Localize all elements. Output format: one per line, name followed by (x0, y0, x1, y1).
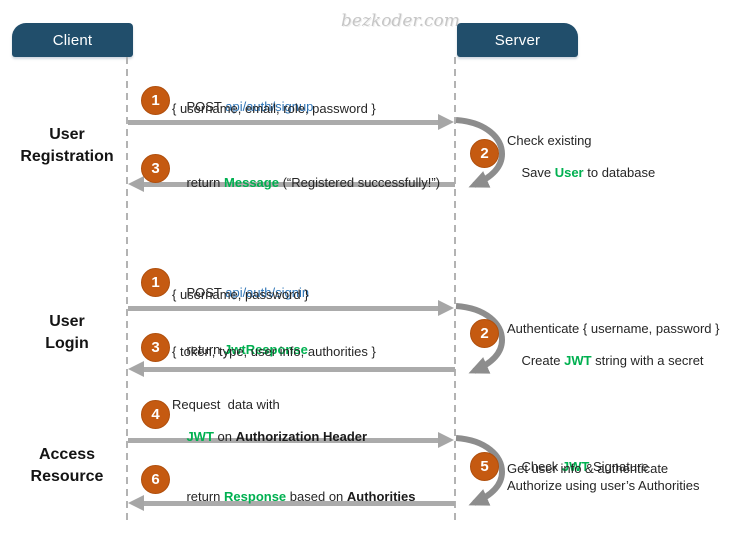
endpoint-link: api/auth/signup (225, 99, 314, 114)
arrow-head-left-icon (128, 176, 144, 192)
jwt-highlight: JWT (186, 429, 214, 444)
text-segment: Signature (589, 459, 649, 474)
text-segment: Save (521, 165, 555, 180)
step-number: 3 (151, 339, 160, 356)
section-label-line: Login (45, 335, 89, 352)
step-number: 6 (151, 471, 160, 488)
step-circle-2-login: 2 (470, 319, 499, 348)
registration-request-line2: { username, email, role, password } (172, 101, 376, 116)
text-segment: (“Registered successfully!”) (278, 175, 441, 190)
arrow-shaft (142, 367, 455, 372)
response-arrow (128, 361, 455, 377)
client-lifeline (126, 57, 128, 524)
step-number: 2 (480, 325, 489, 342)
server-self-loop-arrow (455, 435, 506, 506)
section-label-line: Access (38, 446, 96, 463)
step-circle-6: 6 (141, 465, 170, 494)
registration-response-line: return Message (“Registered successfully… (172, 160, 440, 205)
arrow-head-right-icon (438, 432, 454, 448)
section-label-line: Registration (20, 148, 114, 165)
access-server-line1: Check JWT Signature (507, 444, 649, 489)
text-segment: based on (286, 489, 347, 504)
arrow-head-left-icon (128, 361, 144, 377)
watermark: bezkoder.com (341, 11, 460, 31)
arrow-head-right-icon (438, 300, 454, 316)
login-request-line1: POST api/auth/signin (172, 270, 309, 315)
jwt-highlight: JWT (564, 353, 592, 368)
authorities-bold: Authorities (346, 489, 416, 504)
jwt-highlight: JWT (561, 459, 590, 474)
step-circle-3: 3 (141, 154, 170, 183)
access-server-line2: Get user info & authenticate (507, 461, 669, 476)
text-segment: POST (186, 285, 226, 300)
step-number: 1 (151, 92, 160, 109)
server-self-loop-arrow (455, 117, 506, 188)
client-actor-label: Client (52, 31, 93, 49)
arrow-shaft (128, 438, 440, 443)
text-segment: string with a secret (591, 353, 704, 368)
arrow-head-left-icon (128, 495, 144, 511)
section-label-line: User (49, 313, 85, 330)
access-server-line3: Authorize using user’s Authorities (507, 478, 700, 493)
text-segment: on (213, 429, 236, 444)
text-segment: to database (583, 165, 656, 180)
text-segment: return (186, 489, 225, 504)
server-actor-box: Server (457, 23, 578, 57)
section-label-line: User (49, 126, 85, 143)
request-arrow (128, 432, 454, 448)
access-response-line: return Response based on Authorities (172, 474, 416, 519)
model-name: User (554, 165, 584, 180)
response-arrow (128, 176, 455, 192)
server-self-loop-arrow (455, 303, 506, 374)
request-arrow (128, 300, 454, 316)
model-name: Message (224, 175, 279, 190)
endpoint-link: api/auth/signin (225, 285, 310, 300)
step-circle-5: 5 (470, 452, 499, 481)
login-request-line2: { username, password } (172, 287, 309, 302)
step-circle-4: 4 (141, 400, 170, 429)
step-circle-1: 1 (141, 86, 170, 115)
section-label-line: Resource (30, 468, 104, 485)
login-response-line2: { token, type, user info, authorities } (172, 344, 376, 359)
text-segment: POST (186, 99, 226, 114)
registration-server-line2: Save User to database (507, 150, 655, 195)
model-name: Response (224, 489, 287, 504)
arrow-shaft (142, 182, 455, 187)
header-name: Authorization Header (235, 429, 368, 444)
registration-request-line1: POST api/auth/signup (172, 84, 313, 129)
server-actor-label: Server (494, 31, 541, 49)
arrow-shaft (128, 120, 440, 125)
arrow-shaft (128, 306, 440, 311)
step-number: 5 (480, 458, 489, 475)
section-label-user-registration: User Registration (2, 124, 132, 168)
step-number: 1 (151, 274, 160, 291)
client-actor-box: Client (12, 23, 133, 57)
arrow-shaft (142, 501, 455, 506)
step-number: 4 (151, 406, 160, 423)
response-arrow (128, 495, 455, 511)
step-number: 2 (480, 145, 489, 162)
section-label-access-resource: Access Resource (2, 444, 132, 488)
step-circle-2: 2 (470, 139, 499, 168)
model-name: JwtResponse (224, 342, 308, 357)
login-server-line2: Create JWT string with a secret (507, 338, 704, 383)
request-arrow (128, 114, 454, 130)
access-request-line2: JWT on Authorization Header (172, 414, 367, 459)
section-label-user-login: User Login (2, 311, 132, 355)
server-lifeline (454, 57, 456, 524)
step-circle-1-login: 1 (141, 268, 170, 297)
access-request-line1: Request data with (172, 397, 280, 412)
registration-server-line1: Check existing (507, 133, 592, 148)
step-circle-3-login: 3 (141, 333, 170, 362)
text-segment: Create (521, 353, 565, 368)
login-response-line1: return JwtResponse (172, 327, 308, 372)
text-segment: return (186, 342, 225, 357)
step-number: 3 (151, 160, 160, 177)
arrow-head-right-icon (438, 114, 454, 130)
text-segment: return (186, 175, 225, 190)
login-server-line1: Authenticate { username, password } (507, 321, 720, 336)
text-segment: Check (521, 459, 562, 474)
